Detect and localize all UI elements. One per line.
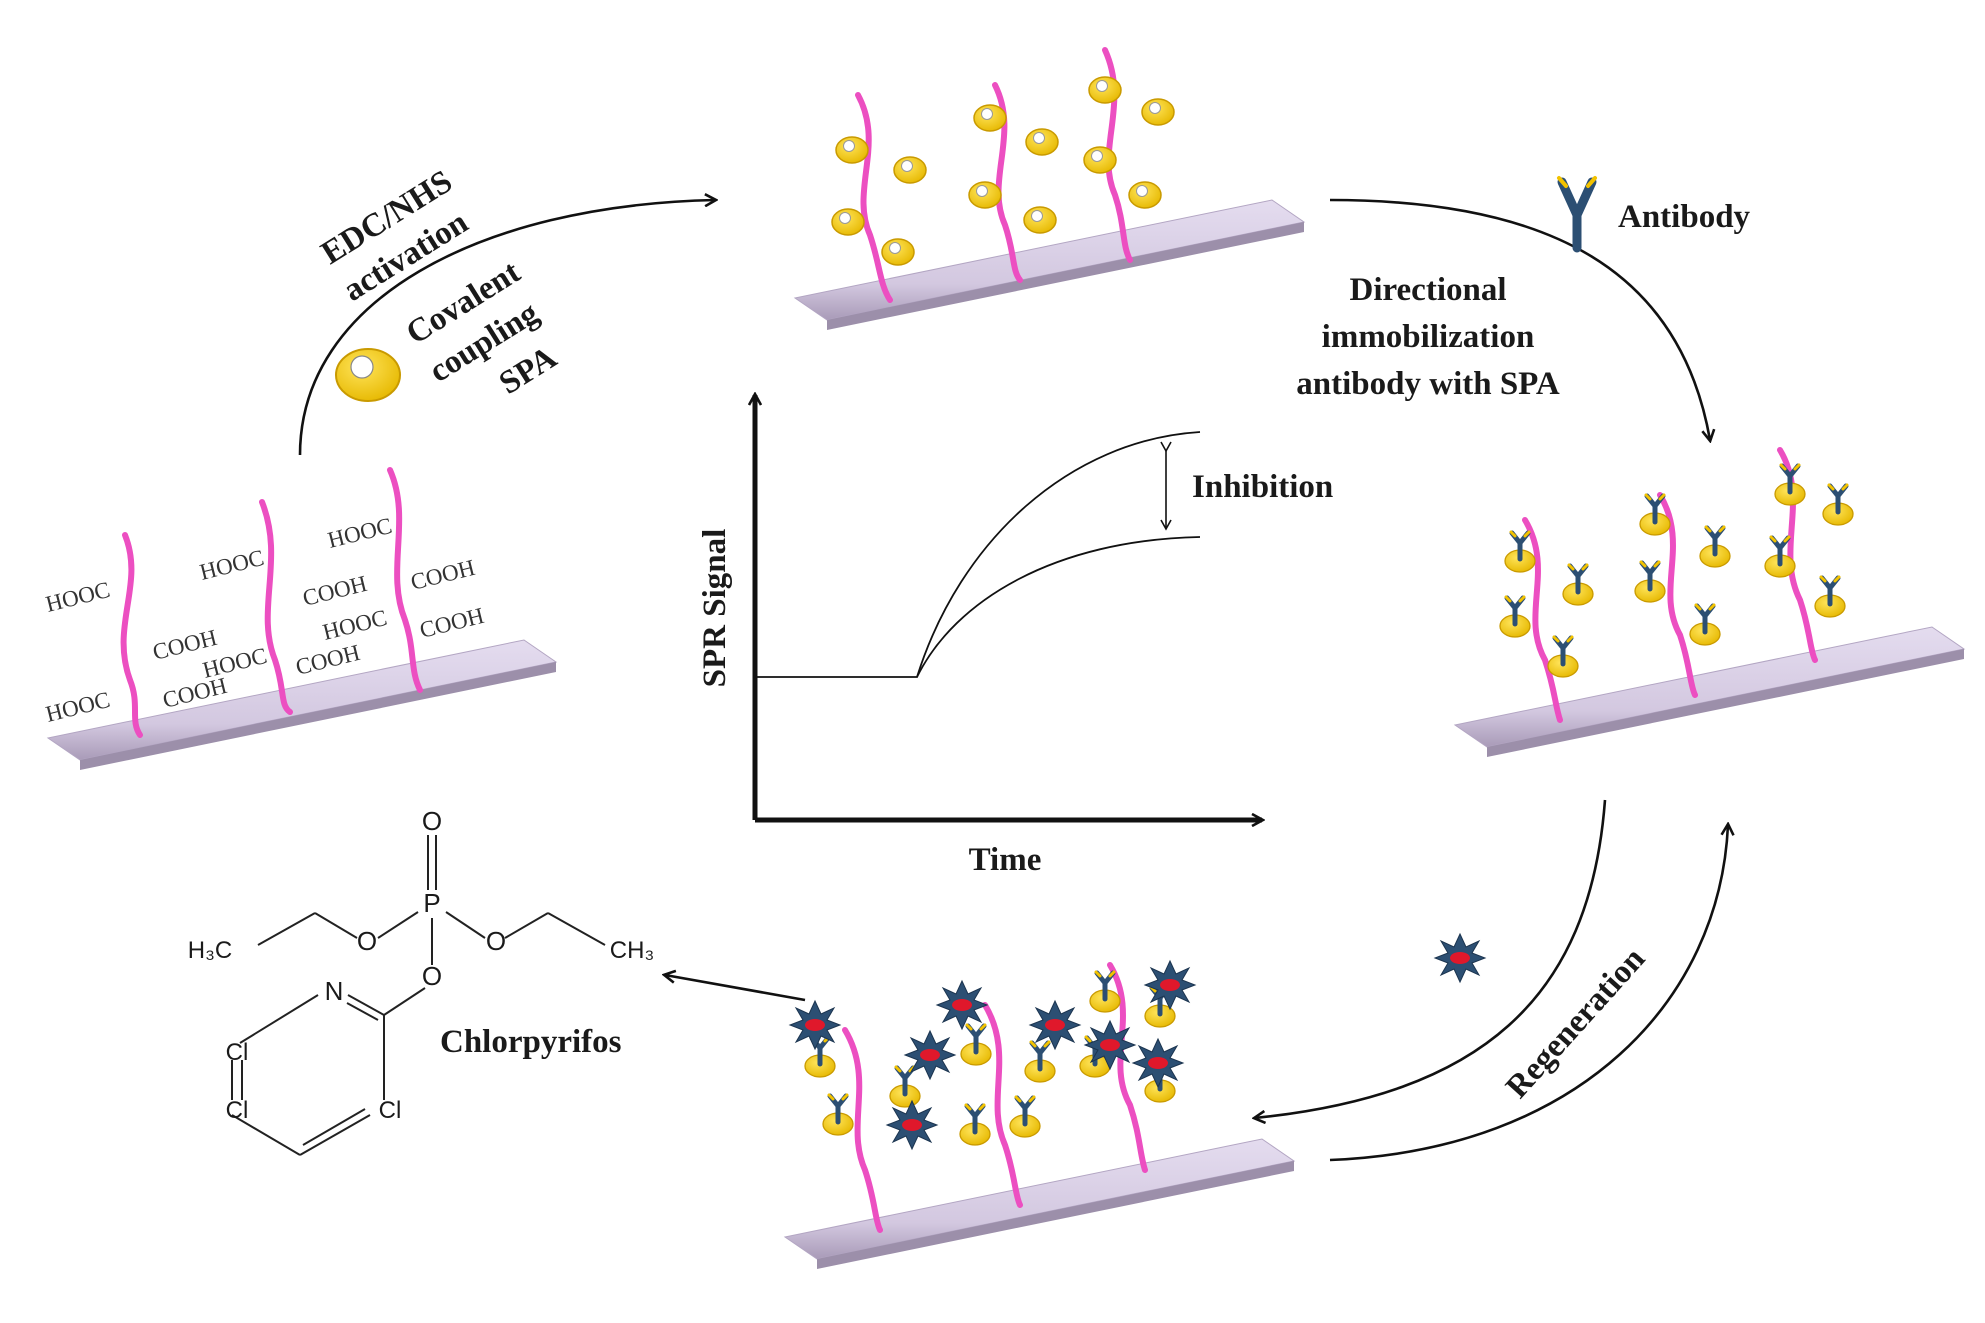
- sensor-chip-antibody: [1453, 447, 1966, 757]
- label-antibody-with-spa: antibody with SPA: [1296, 366, 1560, 402]
- chlorpyrifos-antigen: [886, 1100, 938, 1150]
- label-immobilization: immobilization: [1322, 319, 1535, 355]
- chlorpyrifos-atoms: O P O O O N H₃C CH₃ Cl Cl Cl: [188, 806, 654, 1124]
- atom-ch3: CH₃: [610, 937, 654, 964]
- antibody-on-spa: [1500, 597, 1530, 637]
- spa-protein: [835, 136, 869, 164]
- atom-o: O: [357, 926, 377, 956]
- antibody-on-spa: [1548, 637, 1578, 677]
- antibody-on-spa: [1815, 577, 1845, 617]
- antibody-on-spa: [1010, 1097, 1040, 1137]
- antibody-on-spa: [1025, 1042, 1055, 1082]
- curve-reference: [757, 431, 1201, 678]
- spa-protein: [968, 181, 1002, 209]
- label-chlorpyrifos: Chlorpyrifos: [440, 1024, 622, 1060]
- spr-sensorgram: [755, 395, 1262, 820]
- antibody-legend-icon: [1557, 176, 1597, 253]
- sensor-chip-spa: [793, 47, 1306, 330]
- arrow-binding: [1255, 799, 1607, 1118]
- antibody-on-spa: [1700, 527, 1730, 567]
- group-hooc: HOOC: [325, 513, 394, 553]
- spa-protein: [893, 156, 927, 184]
- arrow-immobilization: [1329, 198, 1710, 440]
- label-inhibition: Inhibition: [1192, 469, 1333, 505]
- atom-n: N: [325, 976, 344, 1006]
- spa-protein: [1023, 206, 1057, 234]
- atom-cl: Cl: [226, 1039, 249, 1066]
- group-cooh: COOH: [417, 603, 486, 643]
- chlorpyrifos-antigen: [1144, 960, 1196, 1010]
- label-directional: Directional: [1349, 272, 1506, 308]
- curve-inhibited: [916, 536, 1201, 678]
- antibody-on-spa: [1690, 605, 1720, 645]
- chlorpyrifos-antigen: [904, 1030, 956, 1080]
- antibody-on-spa: [1823, 485, 1853, 525]
- spa-protein: [1083, 146, 1117, 174]
- group-hooc: HOOC: [320, 605, 389, 645]
- group-hooc: HOOC: [197, 545, 266, 585]
- spa-protein: [1128, 181, 1162, 209]
- free-antigen-icon: [1434, 933, 1486, 983]
- atom-p: P: [423, 888, 440, 918]
- label-regeneration: Regeneration: [1499, 941, 1652, 1105]
- atom-h3c: H₃C: [188, 937, 232, 964]
- group-cooh: COOH: [293, 640, 362, 680]
- arrow-to-chlorpyrifos: [665, 975, 806, 1002]
- atom-o: O: [486, 926, 506, 956]
- chlorpyrifos-antigen: [1132, 1038, 1184, 1088]
- antibody-on-spa: [805, 1037, 835, 1077]
- spa-protein: [973, 104, 1007, 132]
- spa-protein: [881, 238, 915, 266]
- atom-cl: Cl: [379, 1097, 402, 1124]
- spa-protein: [831, 208, 865, 236]
- group-cooh: COOH: [300, 571, 369, 611]
- arrow-activation: [298, 200, 715, 456]
- spa-protein: [1025, 128, 1059, 156]
- chlorpyrifos-antigen: [936, 980, 988, 1030]
- group-cooh: COOH: [408, 555, 477, 595]
- chlorpyrifos-structure: [231, 835, 606, 1156]
- arrow-regeneration: [1329, 825, 1728, 1162]
- antibody-on-spa: [1635, 562, 1665, 602]
- label-antibody: Antibody: [1618, 199, 1751, 235]
- chlorpyrifos-antigen: [1029, 1000, 1081, 1050]
- sensor-chip-antigen-bound: [783, 960, 1296, 1269]
- antibody-on-spa: [823, 1095, 853, 1135]
- antibody-on-spa: [1563, 565, 1593, 605]
- spa-legend-icon: [335, 348, 401, 402]
- atom-o: O: [422, 806, 442, 836]
- group-hooc: HOOC: [43, 687, 112, 727]
- spa-protein: [1088, 76, 1122, 104]
- antibody-on-spa: [890, 1067, 920, 1107]
- y-axis-label: SPR Signal: [697, 529, 733, 688]
- spa-protein: [1141, 98, 1175, 126]
- atom-cl: Cl: [226, 1097, 249, 1124]
- group-hooc: HOOC: [43, 577, 112, 617]
- antibody-on-spa: [960, 1105, 990, 1145]
- antibody-on-spa: [961, 1025, 991, 1065]
- atom-o: O: [422, 961, 442, 991]
- chlorpyrifos-antigen: [1084, 1020, 1136, 1070]
- x-axis-label: Time: [969, 842, 1042, 878]
- sensor-chip-carboxyl: HOOC HOOC COOH COOH HOOC HOOC COOH HOOC …: [43, 467, 558, 770]
- chlorpyrifos-antigen: [789, 1000, 841, 1050]
